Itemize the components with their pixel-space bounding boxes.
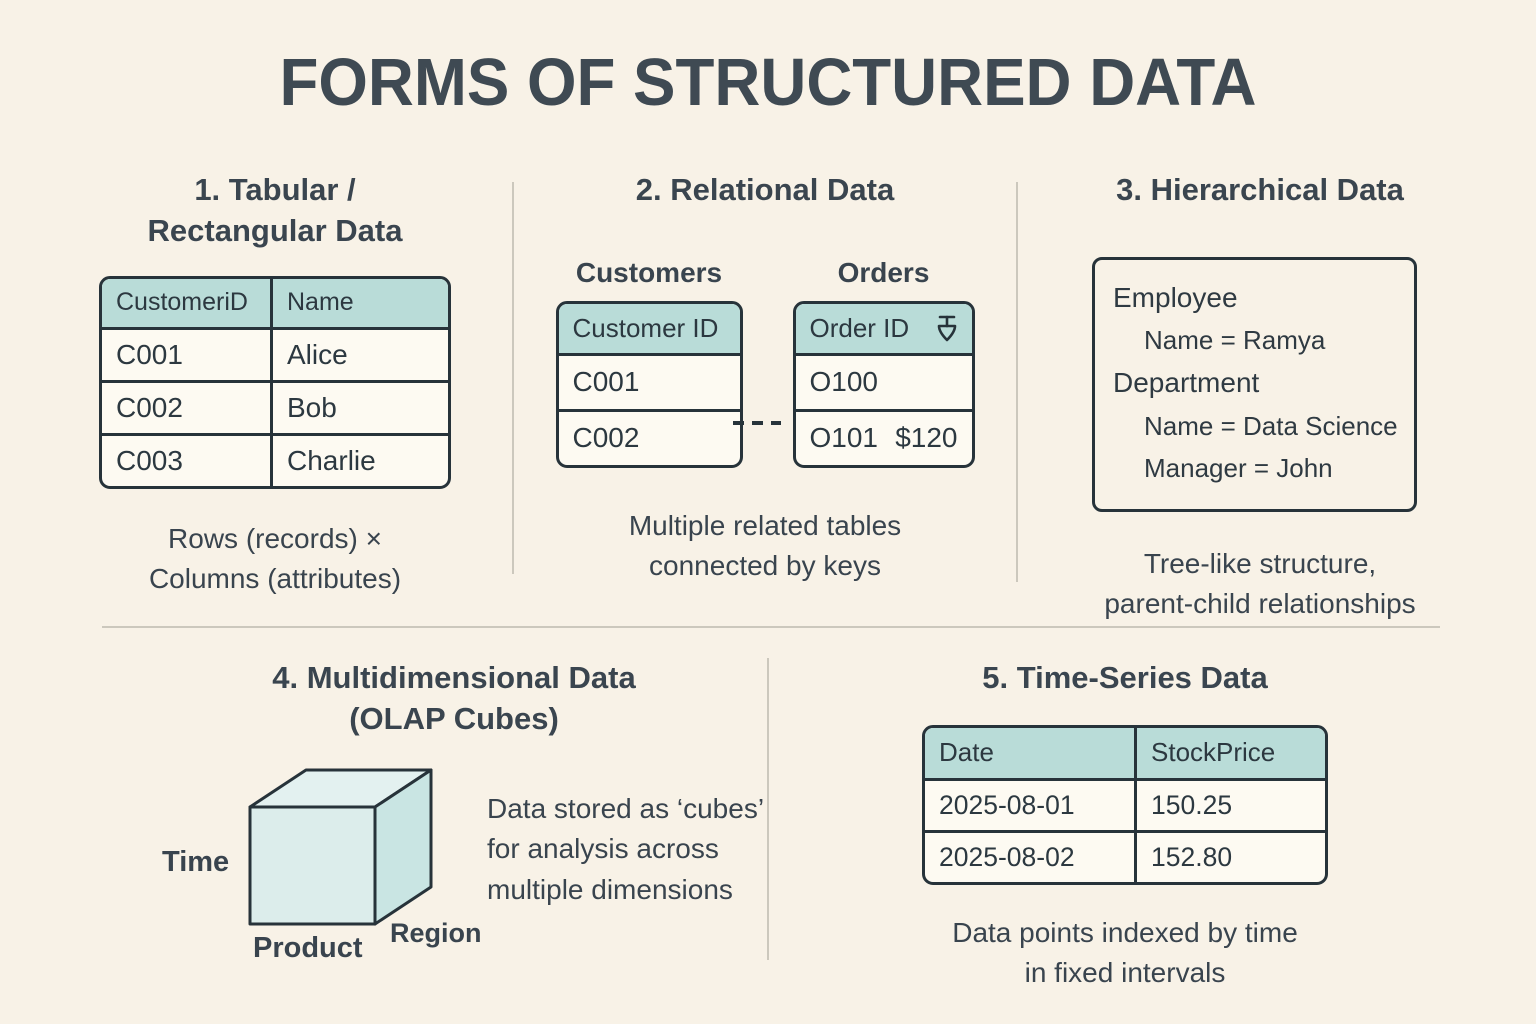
heading-line: Rectangular Data <box>147 212 403 248</box>
tabular-table: CustomeriD Name C001 Alice C002 Bob C003… <box>99 275 451 489</box>
column-header: Name <box>270 278 448 327</box>
section-hierarchical: 3. Hierarchical Data Employee Name = Ram… <box>1020 170 1500 624</box>
table-header-row: Customer ID <box>558 303 740 353</box>
page-title: FORMS OF STRUCTURED DATA <box>279 45 1257 120</box>
caption-line: Rows (records) × <box>168 522 382 554</box>
section-timeseries-heading: 5. Time-Series Data <box>982 660 1268 695</box>
caption-line: Data points indexed by time <box>952 916 1298 948</box>
axis-label-product: Product <box>253 932 363 964</box>
section-tabular-caption: Rows (records) × Columns (attributes) <box>55 519 495 599</box>
table-row: C001 <box>558 352 740 409</box>
section-hierarchical-caption: Tree-like structure, parent-child relati… <box>1020 544 1500 624</box>
column-header: StockPrice <box>1134 727 1325 778</box>
key-icon <box>937 316 956 342</box>
table-cell: C002 <box>116 391 183 423</box>
table-row: 2025-08-01 150.25 <box>925 777 1325 830</box>
section-multidimensional-caption: Data stored as ‘cubes’ for analysis acro… <box>487 793 763 905</box>
table-row: O100 <box>795 352 972 409</box>
hierarchical-box: Employee Name = Ramya Department Name = … <box>1092 256 1417 513</box>
caption-line: parent-child relationships <box>1104 587 1416 619</box>
heading-line: 1. Tabular / <box>194 172 356 207</box>
table-cell: C002 <box>572 422 640 454</box>
table-cell: C003 <box>116 444 183 476</box>
orders-table: Order ID O100 <box>792 300 975 468</box>
caption-line: Multiple related tables <box>628 509 902 541</box>
column-header: Date <box>939 737 994 768</box>
table-cell: O101 <box>809 422 879 454</box>
orders-table-group: Orders Order ID O100 <box>792 256 975 468</box>
divider-vertical-1 <box>512 182 514 574</box>
tree-leaf: Name = Ramya <box>1144 325 1326 356</box>
divider-vertical-3 <box>767 658 769 960</box>
tree-leaf: Manager = John <box>1144 452 1333 483</box>
tree-node: Department <box>1113 367 1260 399</box>
column-header: Customer ID <box>572 312 719 343</box>
section-tabular: 1. Tabular / Rectangular Data CustomeriD… <box>55 170 495 598</box>
table-row: 2025-08-02 152.80 <box>925 829 1325 882</box>
table-cell: C001 <box>572 366 640 398</box>
key-relation-connector <box>733 420 781 425</box>
table-cell: Alice <box>270 329 448 380</box>
section-tabular-heading: 1. Tabular / Rectangular Data <box>55 170 495 252</box>
section-relational-caption: Multiple related tables connected by key… <box>525 506 1005 586</box>
customers-table: Customer ID C001 C002 <box>555 300 743 468</box>
table-cell: 2025-08-01 <box>939 789 1075 820</box>
section-relational: 2. Relational Data Customers Customer ID… <box>525 170 1005 585</box>
table-row: C003 Charlie <box>102 432 448 486</box>
table-cell: Charlie <box>270 435 448 486</box>
customers-label: Customers <box>575 256 723 288</box>
column-header: Order ID <box>809 312 910 343</box>
column-header: CustomeriD <box>116 288 248 317</box>
section-multidimensional: 4. Multidimensional Data (OLAP Cubes) Ti… <box>140 658 768 998</box>
customers-table-group: Customers Customer ID C001 C002 <box>555 256 743 468</box>
caption-line: connected by keys <box>649 549 881 581</box>
table-cell: Bob <box>270 382 448 433</box>
table-row: O101 $120 <box>795 408 972 465</box>
table-row: C001 Alice <box>102 326 448 380</box>
table-cell: 150.25 <box>1134 780 1325 830</box>
section-timeseries: 5. Time-Series Data Date StockPrice 2025… <box>785 658 1465 992</box>
axis-label-region: Region <box>390 918 482 948</box>
table-cell: $120 <box>895 422 958 454</box>
orders-label: Orders <box>837 256 930 288</box>
relational-tables: Customers Customer ID C001 C002 Orders <box>525 257 1005 468</box>
table-cell: C001 <box>116 338 183 370</box>
caption-line: in fixed intervals <box>1024 956 1226 988</box>
section-hierarchical-heading: 3. Hierarchical Data <box>1116 172 1404 207</box>
table-cell: 152.80 <box>1134 832 1325 882</box>
divider-horizontal <box>102 626 1440 628</box>
table-header-row: Order ID <box>795 303 972 353</box>
table-row: C002 <box>558 408 740 465</box>
divider-vertical-2 <box>1016 182 1018 582</box>
table-row: C002 Bob <box>102 379 448 433</box>
timeseries-table: Date StockPrice 2025-08-01 150.25 2025-0… <box>922 724 1328 885</box>
table-cell: O100 <box>809 366 879 398</box>
table-header-row: CustomeriD Name <box>102 278 448 327</box>
olap-cube-icon <box>248 768 433 926</box>
section-timeseries-caption: Data points indexed by time in fixed int… <box>785 913 1465 993</box>
heading-line: (OLAP Cubes) <box>349 700 559 736</box>
table-header-row: Date StockPrice <box>925 727 1325 778</box>
section-relational-heading: 2. Relational Data <box>635 172 895 207</box>
caption-line: Columns (attributes) <box>148 562 402 594</box>
heading-line: 4. Multidimensional Data <box>272 660 636 695</box>
section-multidimensional-heading: 4. Multidimensional Data (OLAP Cubes) <box>140 658 768 740</box>
axis-label-time: Time <box>162 846 230 878</box>
caption-line: Tree-like structure, <box>1143 548 1377 580</box>
table-cell: 2025-08-02 <box>939 841 1075 872</box>
tree-leaf: Name = Data Science <box>1144 410 1398 441</box>
tree-node: Employee <box>1113 281 1238 313</box>
